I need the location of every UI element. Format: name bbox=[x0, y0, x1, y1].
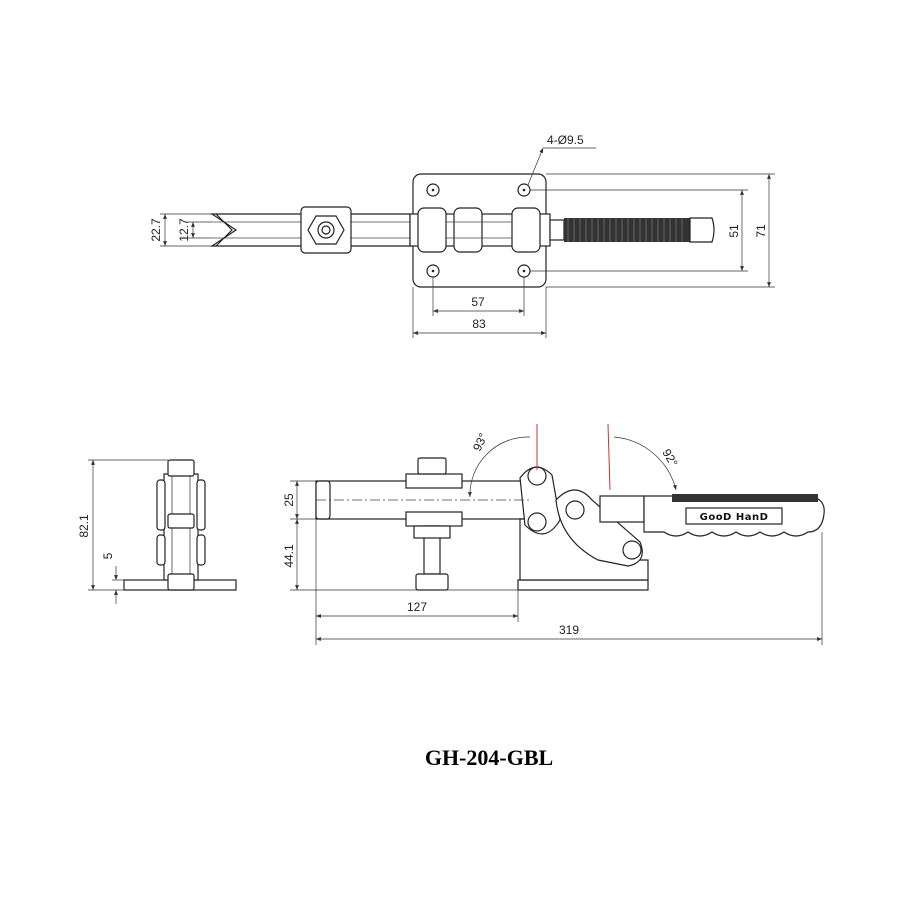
spindle-upper-clamp bbox=[405, 473, 463, 489]
angle-93: 93° bbox=[470, 431, 490, 454]
top-view: 4-Ø9.5 22.7 12.7 51 71 57 83 bbox=[149, 133, 775, 338]
dim-25: 25 bbox=[282, 493, 296, 507]
angle-92: 92° bbox=[659, 447, 680, 470]
dim-22-7: 22.7 bbox=[149, 218, 163, 242]
dim-51: 51 bbox=[727, 224, 741, 238]
handle-neck bbox=[549, 219, 565, 241]
side-view: GooD HanD 93° 92° 25 44.1 127 319 bbox=[282, 423, 825, 645]
handle-link bbox=[555, 489, 643, 567]
handle-grip bbox=[564, 218, 690, 242]
pivot-link bbox=[519, 466, 561, 535]
dim-71: 71 bbox=[754, 224, 768, 238]
dim-44-1: 44.1 bbox=[282, 544, 296, 568]
handle-tip bbox=[689, 217, 715, 243]
end-bottom-nut bbox=[167, 573, 195, 591]
side-base-plate bbox=[517, 579, 649, 591]
dim-319: 319 bbox=[559, 623, 579, 637]
end-top-nut bbox=[167, 459, 195, 477]
dim-57: 57 bbox=[471, 295, 485, 309]
brand-label: GooD HanD bbox=[700, 512, 769, 523]
spindle-lower-clamp bbox=[405, 511, 463, 527]
side-handle-neck bbox=[599, 495, 645, 523]
dim-83: 83 bbox=[472, 317, 486, 331]
dim-12-7: 12.7 bbox=[177, 218, 191, 242]
end-view: 82.1 5 bbox=[77, 459, 237, 604]
dim-82-1: 82.1 bbox=[77, 514, 91, 538]
dim-127: 127 bbox=[407, 600, 427, 614]
model-title: GH-204-GBL bbox=[425, 745, 553, 770]
hole-callout: 4-Ø9.5 bbox=[547, 133, 584, 147]
spindle-bottom-nut bbox=[415, 573, 449, 591]
dim-5: 5 bbox=[101, 552, 115, 559]
